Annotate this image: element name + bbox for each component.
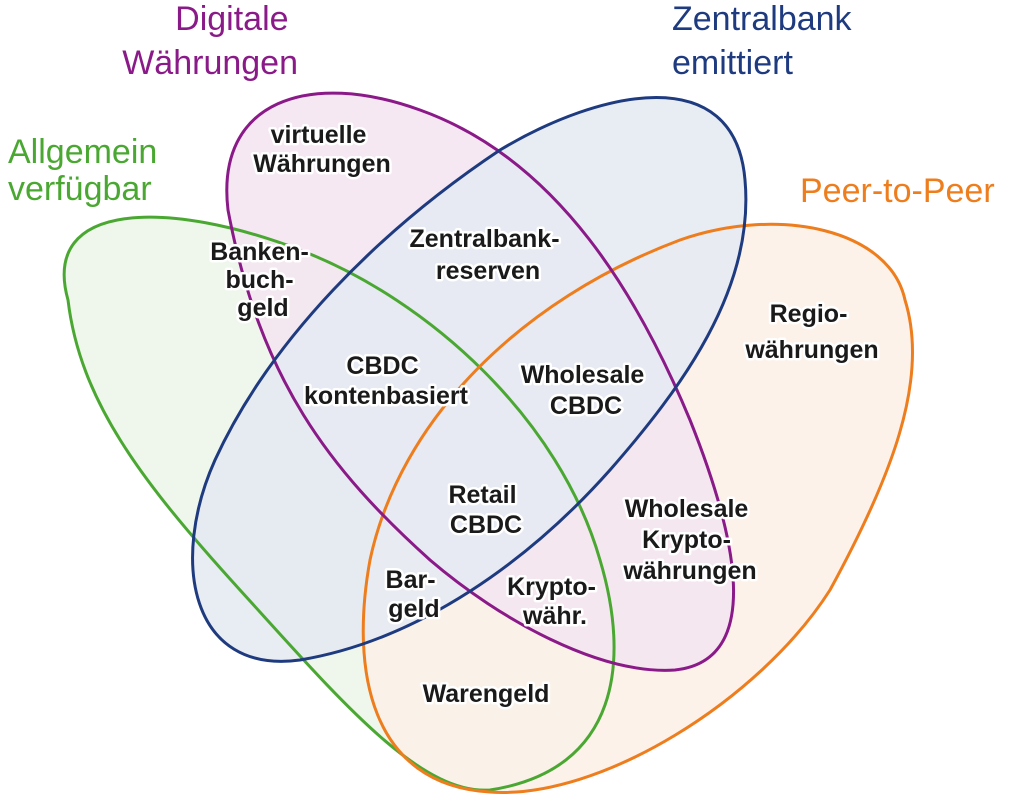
set-title-allgemein-verfuegbar: Allgemein verfügbar bbox=[8, 133, 167, 208]
region-label-line: Banken- bbox=[210, 238, 309, 266]
region-label-zentralbankreserven: Zentralbank- reserven bbox=[410, 225, 567, 285]
set-title-peer-to-peer: Peer-to-Peer bbox=[800, 172, 995, 210]
set-outline-zentralbank-emittiert bbox=[191, 96, 748, 663]
region-label-wholesale-kryptowaehrungen: Wholesale Krypto- währungen bbox=[622, 495, 756, 585]
region-label-line: währungen bbox=[622, 557, 756, 585]
region-label-bankenbuchgeld: Banken- buch- geld bbox=[210, 238, 316, 322]
set-title-line: Währungen bbox=[122, 44, 298, 82]
set-title-zentralbank-emittiert: Zentralbank emittiert bbox=[672, 0, 861, 82]
set-title-line: Allgemein bbox=[8, 133, 157, 171]
region-label-wholesale-cbdc: Wholesale CBDC bbox=[521, 361, 652, 420]
region-label-line: Regio- bbox=[770, 300, 848, 328]
set-title-line: Zentralbank bbox=[672, 0, 853, 38]
region-label-line: geld bbox=[388, 595, 439, 623]
set-title-line: emittiert bbox=[672, 44, 793, 82]
set-title-line: verfügbar bbox=[8, 170, 152, 208]
set-title-line: Peer-to-Peer bbox=[800, 172, 995, 210]
region-label-line: CBDC bbox=[550, 392, 622, 420]
region-label-virtuelle-waehrungen: virtuelle Währungen bbox=[253, 121, 391, 178]
region-label-warengeld: Warengeld bbox=[423, 680, 550, 708]
region-label-regiowaehrungen: Regio- währungen bbox=[744, 300, 878, 364]
set-outline-peer-to-peer bbox=[361, 222, 915, 794]
region-label-line: CBDC bbox=[346, 352, 418, 380]
region-label-line: Retail bbox=[448, 481, 516, 509]
set-outline-digitale-waehrungen bbox=[225, 91, 735, 672]
set-outline-allgemein-verfuegbar bbox=[62, 215, 616, 792]
set-outlines bbox=[62, 91, 915, 794]
region-label-line: Zentralbank- bbox=[410, 225, 560, 253]
region-label-line: Wholesale bbox=[625, 495, 749, 523]
region-label-line: geld bbox=[237, 294, 288, 322]
region-label-line: Wholesale bbox=[521, 361, 645, 389]
region-label-kryptowaehrungen: Krypto- währ. bbox=[507, 573, 603, 630]
region-label-line: reserven bbox=[436, 257, 540, 285]
region-label-line: Krypto- bbox=[507, 573, 596, 601]
set-title-line: Digitale bbox=[175, 0, 288, 38]
region-label-line: Krypto- bbox=[642, 526, 731, 554]
region-label-line: CBDC bbox=[450, 511, 522, 539]
region-label-line: währungen bbox=[744, 336, 878, 364]
region-label-line: virtuelle bbox=[271, 121, 367, 149]
region-label-line: kontenbasiert bbox=[304, 382, 469, 410]
region-label-cbdc-kontenbasiert: CBDC kontenbasiert bbox=[304, 352, 469, 410]
region-label-retail-cbdc: Retail CBDC bbox=[448, 481, 523, 539]
set-title-digitale-waehrungen: Digitale Währungen bbox=[122, 0, 298, 82]
region-label-line: Währungen bbox=[253, 150, 391, 178]
region-label-line: Warengeld bbox=[423, 680, 550, 708]
region-label-line: Bar- bbox=[386, 566, 436, 594]
region-label-line: währ. bbox=[522, 602, 587, 630]
region-label-line: buch- bbox=[226, 266, 294, 294]
region-label-bargeld: Bar- geld bbox=[386, 566, 443, 623]
